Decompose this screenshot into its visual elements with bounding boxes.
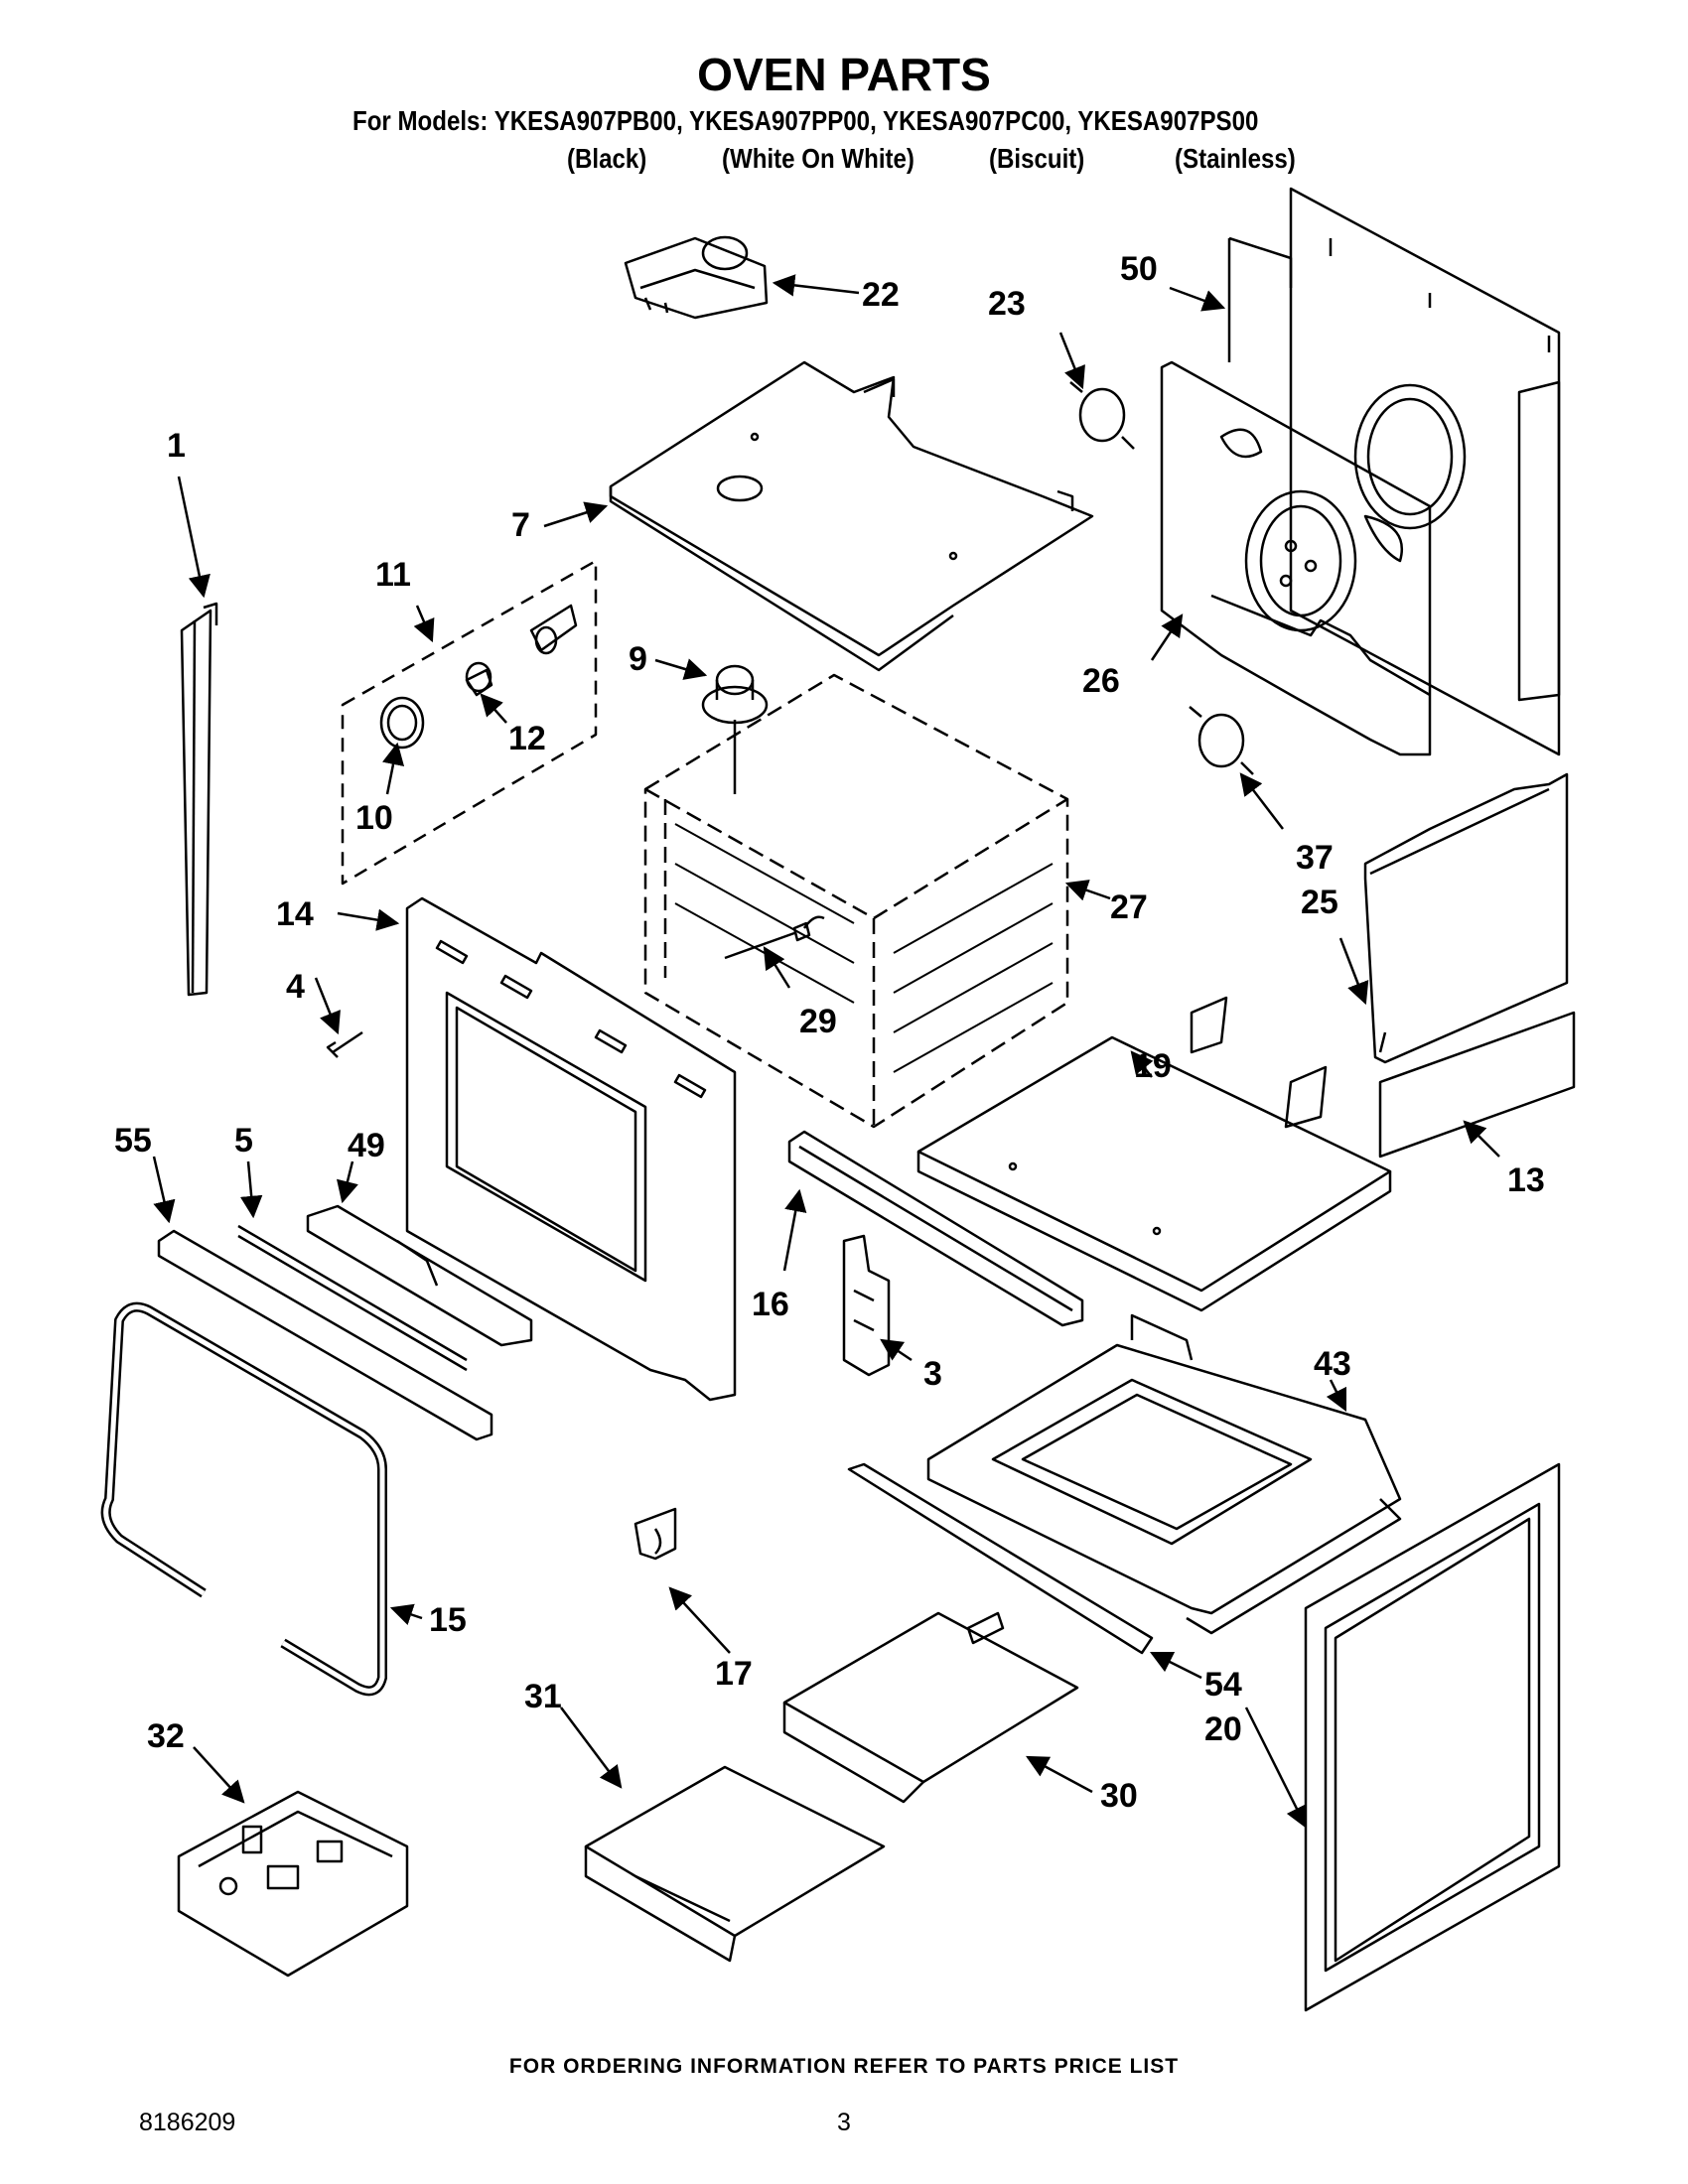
callout-9: 9 [629, 640, 647, 678]
part-4-drawing [326, 1030, 363, 1058]
part-25-drawing [1363, 772, 1569, 1064]
callout-22: 22 [862, 276, 900, 314]
callout-11: 11 [375, 556, 411, 594]
callout-43: 43 [1314, 1345, 1351, 1383]
variant-white-on-white: (White On White) [722, 143, 914, 174]
callout-14: 14 [276, 895, 314, 933]
callout-27: 27 [1110, 888, 1148, 926]
part-50-drawing [1227, 187, 1561, 756]
part-11-group [341, 559, 598, 886]
callout-30: 30 [1100, 1777, 1138, 1815]
part-32-drawing [177, 1790, 409, 1978]
part-5-drawing [237, 1224, 468, 1372]
callout-3: 3 [923, 1355, 942, 1393]
part-9-drawing [701, 664, 769, 794]
part-7-drawing [609, 360, 1094, 672]
callout-31: 31 [524, 1678, 562, 1715]
callout-20: 20 [1204, 1710, 1242, 1748]
callout-55: 55 [114, 1122, 152, 1160]
callout-23: 23 [988, 285, 1026, 323]
part-3-drawing [842, 1234, 891, 1377]
part-37-drawing [1189, 706, 1254, 775]
callout-1: 1 [167, 427, 186, 465]
callout-49: 49 [348, 1127, 385, 1164]
callout-17: 17 [715, 1655, 753, 1693]
callout-37: 37 [1296, 839, 1334, 877]
callout-26: 26 [1082, 662, 1120, 700]
callout-4: 4 [286, 968, 305, 1006]
part-29-drawing [724, 915, 825, 960]
callout-13: 13 [1507, 1161, 1545, 1199]
part-1-drawing [180, 602, 218, 997]
part-14-drawing [405, 896, 737, 1402]
part-27-drawing [643, 673, 1069, 1129]
callout-12: 12 [508, 720, 546, 757]
part-13-drawing [1378, 1011, 1576, 1159]
callout-15: 15 [429, 1601, 467, 1639]
part-55-drawing [157, 1229, 493, 1441]
variant-biscuit: (Biscuit) [989, 143, 1085, 174]
part-30-drawing [782, 1611, 1079, 1804]
part-15-drawing [100, 1301, 387, 1697]
part-43-drawing [926, 1313, 1402, 1635]
callout-25: 25 [1301, 884, 1338, 921]
page-number: 3 [837, 2109, 851, 2136]
models-line: For Models: YKESA907PB00, YKESA907PP00, … [352, 105, 1259, 136]
callout-10: 10 [355, 799, 393, 837]
variant-black: (Black) [567, 143, 647, 174]
callout-32: 32 [147, 1717, 185, 1755]
part-16-drawing [787, 1130, 1084, 1327]
callout-16: 16 [752, 1286, 789, 1323]
callout-7: 7 [511, 506, 530, 544]
callout-29: 29 [799, 1003, 837, 1040]
part-27-racks [674, 823, 1054, 1073]
variant-stainless: (Stainless) [1175, 143, 1296, 174]
part-17-drawing [633, 1507, 677, 1561]
callout-54: 54 [1204, 1666, 1242, 1704]
part-23-drawing [1069, 381, 1135, 450]
part-31-drawing [584, 1765, 886, 1963]
part-19-drawing [916, 996, 1392, 1312]
callout-19: 19 [1134, 1047, 1172, 1085]
part-49-drawing [306, 1204, 533, 1347]
callout-50: 50 [1120, 250, 1158, 288]
document-number: 8186209 [139, 2109, 236, 2136]
part-20-drawing [1304, 1462, 1561, 2012]
part-26-drawing [1160, 360, 1432, 756]
part-54-drawing [847, 1462, 1154, 1655]
part-22-drawing [624, 235, 769, 320]
callout-5: 5 [234, 1122, 253, 1160]
callout-labels: 1 3 4 5 7 9 10 11 12 13 14 15 16 17 19 2… [114, 250, 1545, 1815]
page-title: OVEN PARTS [697, 49, 991, 100]
ordering-note: FOR ORDERING INFORMATION REFER TO PARTS … [508, 2055, 1180, 2078]
